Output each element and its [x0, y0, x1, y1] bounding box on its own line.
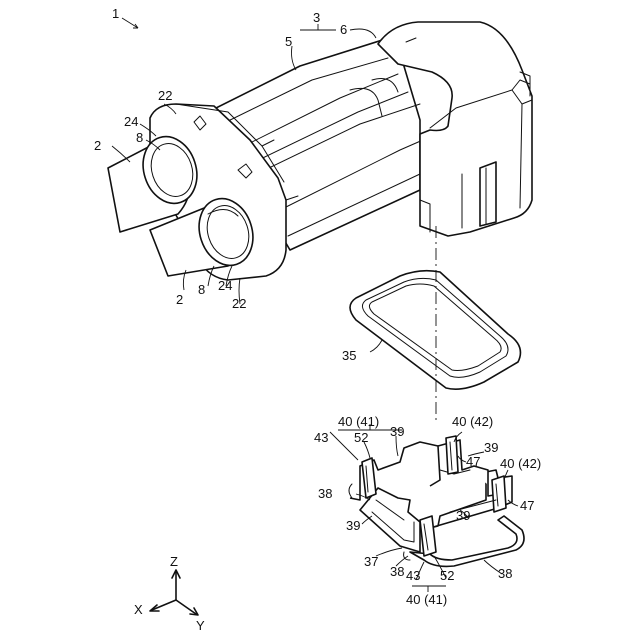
- axis-x-label: X: [134, 602, 143, 617]
- label-40-41-top: 40 (41): [338, 414, 379, 429]
- label-43-bottom: 43: [406, 568, 420, 583]
- label-38-left: 38: [318, 486, 332, 501]
- label-2-top: 2: [94, 138, 101, 153]
- frame-cover: [349, 436, 524, 566]
- label-39-right: 39: [484, 440, 498, 455]
- label-5: 5: [285, 34, 292, 49]
- label-6: 6: [340, 22, 347, 37]
- label-8-bottom: 8: [198, 282, 205, 297]
- label-8-top: 8: [136, 130, 143, 145]
- label-43-top: 43: [314, 430, 328, 445]
- label-3: 3: [313, 10, 320, 25]
- label-38-bottom: 38: [390, 564, 404, 579]
- axis-z-label: Z: [170, 554, 178, 569]
- label-40-41-bottom: 40 (41): [406, 592, 447, 607]
- coordinate-axes: Z X Y: [134, 554, 205, 633]
- label-22-bottom: 22: [232, 296, 246, 311]
- label-37: 37: [364, 554, 378, 569]
- label-39-top: 39: [390, 424, 404, 439]
- label-22-top: 22: [158, 88, 172, 103]
- seal-ring: [350, 271, 520, 389]
- label-24-top: 24: [124, 114, 138, 129]
- label-35: 35: [342, 348, 356, 363]
- label-52-bottom: 52: [440, 568, 454, 583]
- label-40-42-top: 40 (42): [452, 414, 493, 429]
- label-47-top: 47: [466, 454, 480, 469]
- label-38-right: 38: [498, 566, 512, 581]
- label-39-left: 39: [346, 518, 360, 533]
- label-1: 1: [112, 6, 119, 21]
- label-2-bottom: 2: [176, 292, 183, 307]
- label-47-right: 47: [520, 498, 534, 513]
- label-39-mid: 39: [456, 508, 470, 523]
- label-52-top: 52: [354, 430, 368, 445]
- label-40-42-right: 40 (42): [500, 456, 541, 471]
- label-24-bottom: 24: [218, 278, 232, 293]
- axis-y-label: Y: [196, 618, 205, 633]
